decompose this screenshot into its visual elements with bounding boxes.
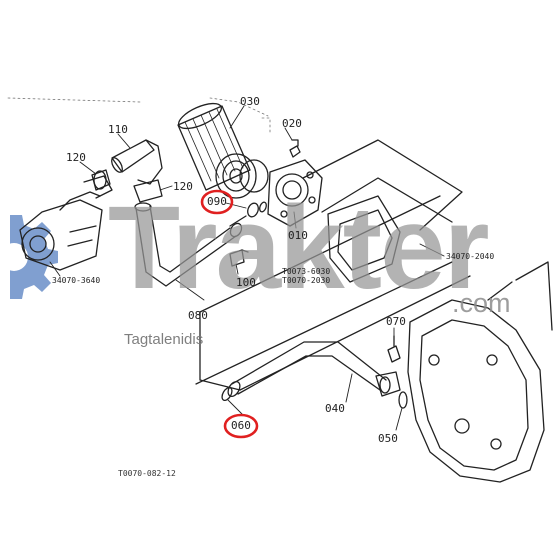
highlight-060-circle <box>223 413 259 439</box>
gear-watermark-icon <box>0 215 58 299</box>
part-label-110: 110 <box>108 123 128 136</box>
part-label-040: 040 <box>325 402 345 415</box>
reference-pump: 34070-3640 <box>52 276 101 285</box>
part-label-120-left: 120 <box>66 151 86 164</box>
part-label-060: 060 <box>231 419 251 432</box>
part-label-090: 090 <box>207 195 227 208</box>
part-label-070: 070 <box>386 315 406 328</box>
pipe-040 <box>227 341 401 398</box>
pipe-080 <box>134 202 247 287</box>
watermark-domain: .com <box>452 288 511 318</box>
elbow-hose <box>91 139 163 203</box>
reference-head-1: T0073-6030 <box>282 267 331 276</box>
part-label-020: 020 <box>282 117 302 130</box>
watermark-brand: Trakter <box>108 182 490 314</box>
part-label-050: 050 <box>378 432 398 445</box>
plug-100 <box>229 249 249 267</box>
oil-filter-cartridge <box>177 102 269 199</box>
highlight-090-circle <box>200 189 234 215</box>
part-label-100: 100 <box>236 276 256 289</box>
reference-housing: 34070-2040 <box>446 252 495 261</box>
figure-code: T0070-082-12 <box>118 469 176 478</box>
part-label-120-right: 120 <box>173 180 193 193</box>
watermark-subtitle: Tagtalenidis <box>124 331 204 348</box>
reference-head-2: T0070-2030 <box>282 276 331 285</box>
part-label-080: 080 <box>188 309 208 322</box>
part-label-030: 030 <box>240 95 260 108</box>
transmission-housing <box>407 261 553 483</box>
part-label-010: 010 <box>288 229 308 242</box>
filter-head <box>267 139 323 227</box>
hydraulic-pump <box>19 175 113 271</box>
